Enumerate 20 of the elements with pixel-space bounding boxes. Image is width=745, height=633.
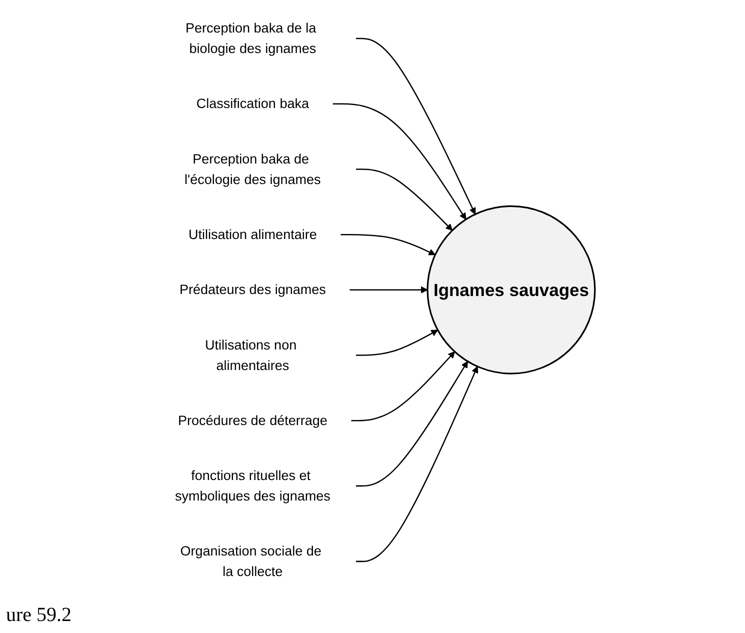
node-text: fonctions rituelles et symboliques des ignames (175, 468, 331, 504)
arrow (356, 330, 438, 356)
arrow (356, 38, 476, 215)
node-text: Perception baka de l'écologie des ignames (184, 151, 322, 187)
arrow (350, 286, 428, 294)
node-text: Organisation sociale de la collecte (180, 544, 322, 579)
node-text: Classification baka (196, 96, 310, 112)
node-text: Procédures de déterrage (178, 412, 328, 428)
figure-number: ure 59.2 (6, 604, 72, 626)
arrow (352, 351, 456, 422)
arrow (356, 168, 453, 231)
arrow (356, 361, 468, 487)
node-text: Utilisations non alimentaires (205, 337, 297, 373)
arrow (356, 366, 479, 562)
arrow (341, 234, 436, 256)
node-circle: Ignames sauvages (427, 205, 596, 374)
node-text: Prédateurs des ignames (180, 282, 326, 298)
node-text: Utilisation alimentaire (188, 226, 318, 242)
node-text: Perception baka de la biologie des ignames (186, 20, 316, 56)
arrow (333, 103, 467, 220)
